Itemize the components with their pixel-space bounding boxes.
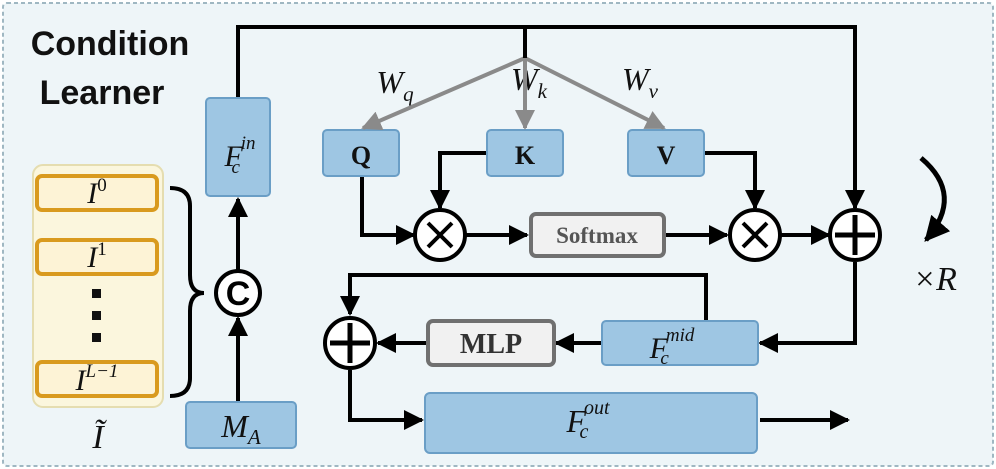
svg-text:V: V xyxy=(657,141,676,170)
input-image-last: IL−1 xyxy=(35,360,159,398)
input-image-0: I0 xyxy=(35,174,159,212)
concat-operator: C xyxy=(214,269,262,317)
title-line1: Condition xyxy=(31,25,190,63)
repeat-label: ×R xyxy=(913,261,957,298)
mlp-box: MLP xyxy=(426,319,556,367)
svg-text:C: C xyxy=(226,275,251,313)
svg-text:K: K xyxy=(515,141,536,170)
multiply-node-2 xyxy=(728,208,782,262)
stack-ellipsis xyxy=(92,289,101,342)
key-box: K xyxy=(486,129,564,177)
add-node-1 xyxy=(828,208,882,262)
mask-box: MA xyxy=(185,401,297,449)
add-node-2 xyxy=(323,316,377,370)
input-stack-panel xyxy=(32,164,164,408)
query-box: Q xyxy=(322,129,400,177)
repeat-curve-arrow xyxy=(919,156,951,242)
weight-q-label: Wq xyxy=(376,64,414,106)
weight-v-label: Wv xyxy=(622,61,659,103)
connectors xyxy=(228,25,865,430)
svg-text:MA: MA xyxy=(220,408,261,449)
svg-text:Q: Q xyxy=(351,141,371,170)
svg-text:MLP: MLP xyxy=(460,329,522,360)
svg-text:IL−1: IL−1 xyxy=(75,361,119,397)
stack-brace xyxy=(169,186,205,398)
stack-symbol: Ĩ xyxy=(91,419,107,456)
projection-arrows xyxy=(361,56,666,131)
input-image-1: I1 xyxy=(35,238,159,276)
svg-text:I0: I0 xyxy=(86,175,107,210)
title-line2: Learner xyxy=(40,74,165,112)
svg-text:Softmax: Softmax xyxy=(556,223,638,248)
multiply-node-1 xyxy=(413,208,467,262)
softmax-box: Softmax xyxy=(529,212,666,258)
svg-text:I1: I1 xyxy=(86,239,107,274)
value-box: V xyxy=(627,129,705,177)
